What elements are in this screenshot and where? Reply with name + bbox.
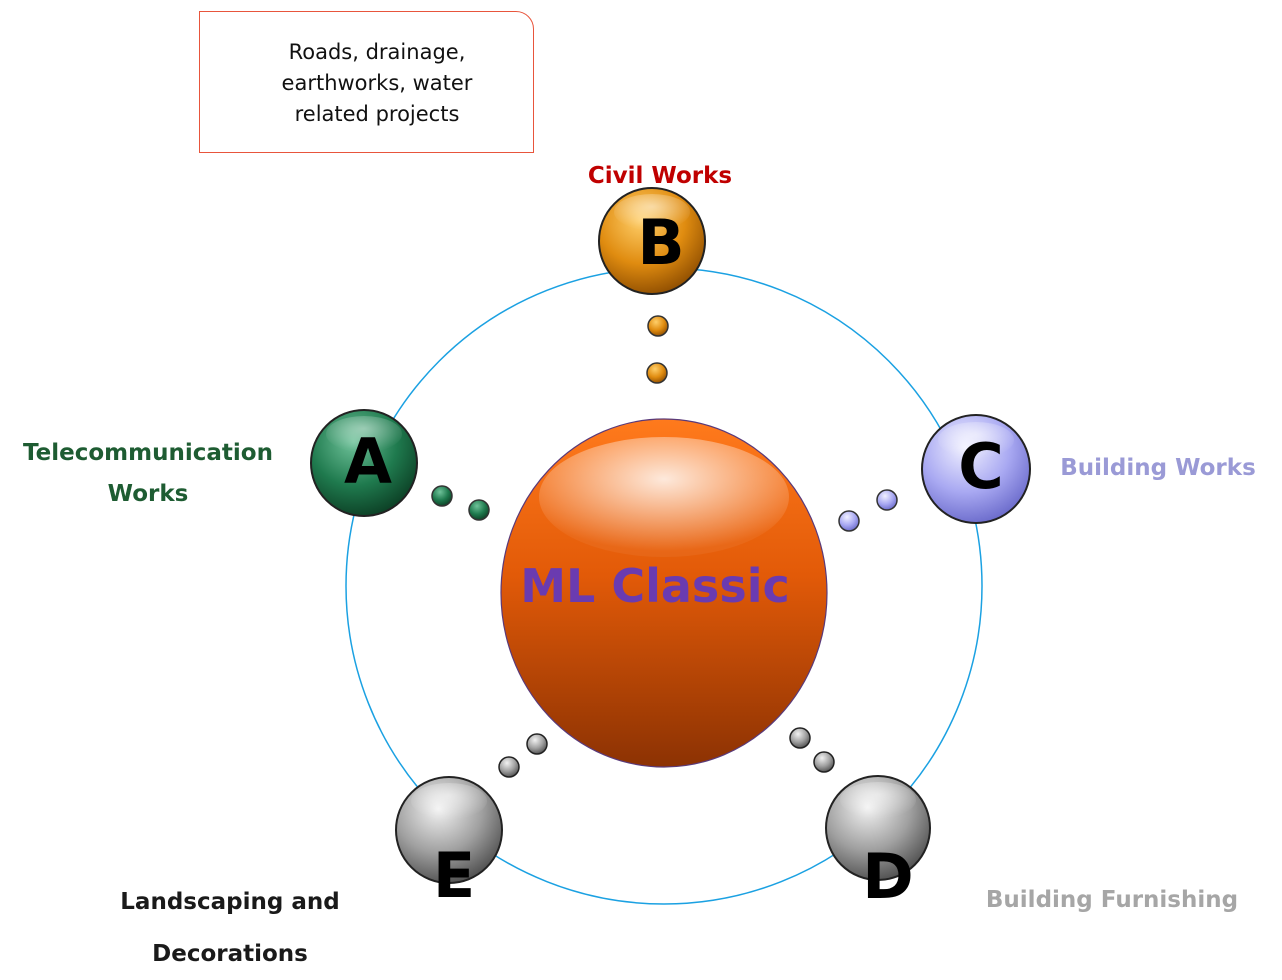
- connector-dots-a: [431, 485, 490, 521]
- diagram-canvas: ML Classic B A C D: [310, 187, 1031, 913]
- node-a: [310, 409, 418, 517]
- node-d-label-text: Building Furnishing: [985, 887, 1239, 913]
- node-c-label-text: Building Works: [1060, 455, 1256, 481]
- callout-text: Roads, drainage, earthworks, water relat…: [281, 40, 473, 126]
- center-sphere: [500, 418, 828, 768]
- center-label: ML Classic: [520, 559, 789, 613]
- node-d-label: Building Furnishing: [972, 887, 1252, 913]
- node-a-label-line1: Telecommunication: [23, 440, 273, 466]
- node-e: [395, 776, 503, 884]
- node-b-letter: B: [637, 206, 684, 279]
- connector-dots-e: [498, 733, 548, 778]
- callout-box: Roads, drainage, earthworks, water relat…: [199, 11, 534, 153]
- connector-dots-b: [646, 315, 669, 384]
- node-a-label-line2: Works: [107, 481, 189, 507]
- node-d: [825, 775, 931, 881]
- node-a-letter: A: [344, 425, 392, 498]
- node-d-letter: D: [862, 840, 913, 913]
- node-e-label: Landscaping and Decorations: [80, 876, 380, 980]
- node-b-label: Civil Works: [560, 163, 760, 189]
- node-e-label-line2: Decorations: [152, 941, 308, 967]
- node-c: [921, 414, 1031, 524]
- connector-dots-d: [789, 727, 835, 773]
- node-e-letter: E: [433, 839, 475, 912]
- node-a-label: Telecommunication Works: [0, 433, 296, 515]
- node-b: [598, 187, 706, 295]
- node-e-label-line1: Landscaping and: [120, 889, 340, 915]
- connector-dots-c: [838, 489, 898, 532]
- node-b-label-text: Civil Works: [587, 163, 733, 189]
- node-c-label: Building Works: [1048, 455, 1268, 481]
- node-c-letter: C: [958, 430, 1004, 503]
